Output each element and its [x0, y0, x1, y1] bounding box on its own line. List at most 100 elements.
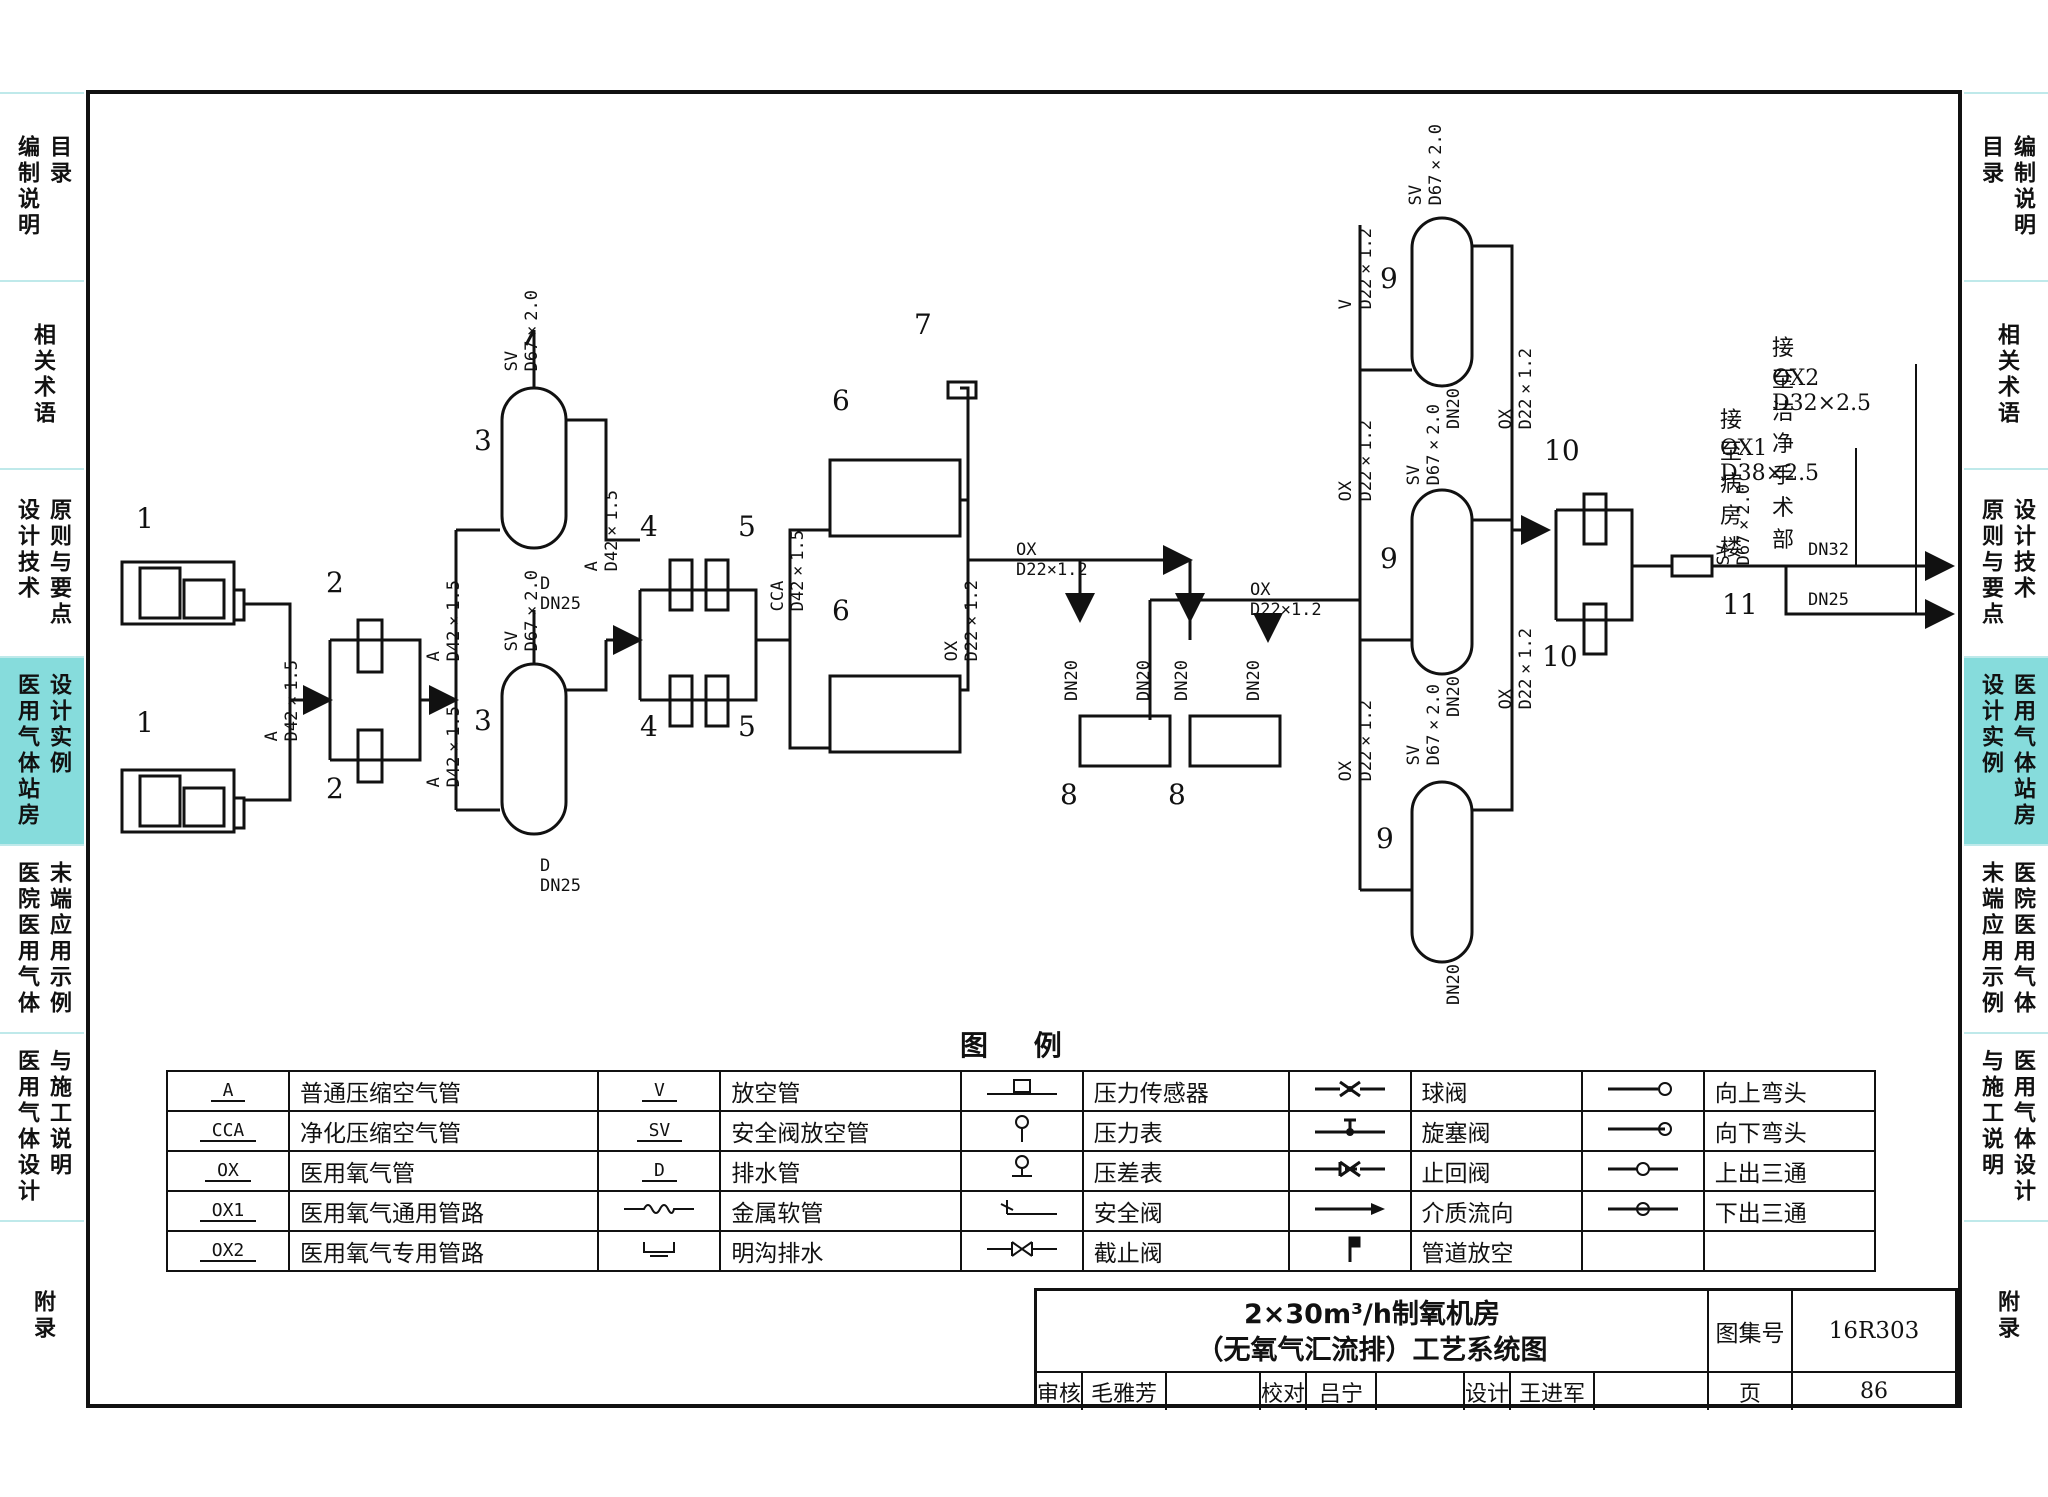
legend-label: 向上弯头: [1702, 1070, 1877, 1112]
side-tab-label: 医院医用气体: [14, 861, 39, 1017]
flow-arrow-icon: [1287, 1190, 1412, 1232]
legend-code: V: [597, 1070, 722, 1112]
side-tab-label: 末端应用示例: [1978, 861, 2003, 1017]
side-tab-label: 原则与要点: [46, 498, 71, 628]
reviewer-signature: [1167, 1373, 1261, 1410]
label-11: 11: [1722, 588, 1758, 621]
designer-signature: [1595, 1373, 1709, 1410]
legend-code-text: D: [642, 1162, 677, 1182]
side-tab-3[interactable]: 原则与要点设计技术: [1964, 468, 2048, 656]
legend-label: 净化压缩空气管: [287, 1110, 600, 1152]
legend-title: 图 例: [960, 1029, 1080, 1062]
dn20-label-4: DN20: [1244, 660, 1264, 701]
side-tab-1[interactable]: 目录编制说明: [1964, 92, 2048, 280]
legend-label: [1702, 1230, 1877, 1272]
side-tab-1[interactable]: 编制说明目录: [0, 92, 84, 280]
label-6a: 6: [832, 384, 850, 417]
sv-label-9b: SV D67×2.0: [1404, 403, 1444, 486]
pipe-label-a3: A D42×1.5: [424, 705, 464, 788]
side-tab-6[interactable]: 与施工说明医用气体设计: [1964, 1032, 2048, 1220]
side-tab-7[interactable]: 附录: [1964, 1220, 2048, 1410]
side-tab-2[interactable]: 相关术语: [1964, 280, 2048, 468]
legend-code: D: [597, 1150, 722, 1192]
pipe-label-ox-right1: OX D22×1.2: [1496, 347, 1536, 430]
pipe-label-a1: A D42×1.5: [262, 659, 302, 742]
side-tab-4[interactable]: 医用气体站房设计实例: [0, 656, 84, 844]
label-4b: 4: [640, 710, 658, 743]
pipe-label-ox-booster: OX D22×1.2: [1250, 580, 1322, 620]
label-7: 7: [914, 308, 932, 341]
side-tab-7[interactable]: 附录: [0, 1220, 84, 1410]
legend-code: OX: [166, 1150, 290, 1192]
legend-label: 介质流向: [1409, 1190, 1583, 1232]
side-tab-label: 设计实例: [46, 673, 71, 777]
side-tab-4[interactable]: 设计实例医用气体站房: [1964, 656, 2048, 844]
side-tab-label: 相关术语: [30, 323, 55, 427]
pipe-label-ox-header1: OX D22×1.2: [1336, 419, 1376, 502]
drain-label-3b: D DN25: [540, 856, 581, 896]
legend-code-text: A: [210, 1082, 246, 1102]
designer: 王进军: [1511, 1373, 1595, 1410]
dn20-label-9b: DN20: [1444, 676, 1464, 717]
label-ox1: OX1 D38×2.5: [1720, 436, 1820, 486]
tee-up-icon: [1580, 1150, 1705, 1192]
receiver-sv: [524, 329, 536, 664]
side-tab-label: 医院医用气体: [2010, 861, 2035, 1017]
pressure-gauge-icon: [959, 1110, 1084, 1152]
side-tab-3[interactable]: 设计技术原则与要点: [0, 468, 84, 656]
side-tab-2[interactable]: 相关术语: [0, 280, 84, 468]
compressor-1a: [120, 560, 246, 626]
drain-icon: [597, 1230, 722, 1272]
filter-4a: [668, 558, 694, 612]
label-ox2: OX2 D32×2.5: [1772, 366, 1872, 416]
pipe-label-ox-main: OX D22×1.2: [1016, 540, 1088, 580]
label-4a: 4: [640, 510, 658, 543]
side-tab-5[interactable]: 末端应用示例医院医用气体: [1964, 844, 2048, 1032]
check-label: 校对: [1261, 1373, 1307, 1410]
label-8b: 8: [1168, 778, 1186, 811]
elbow-down-icon: [1580, 1110, 1705, 1152]
filter-2-loop: [328, 638, 422, 762]
side-tab-label: 目录: [46, 135, 71, 187]
legend-label: 旋塞阀: [1409, 1110, 1583, 1152]
legend-code: CCA: [166, 1110, 290, 1152]
sv-label-9a: SV D67×2.0: [1406, 123, 1446, 206]
diff-gauge-icon: [959, 1150, 1084, 1192]
dn20-label-9c: DN20: [1444, 964, 1464, 1005]
label-6b: 6: [832, 594, 850, 627]
signature-row: 审核 毛雅芳 校对 吕宁 设计 王进军 页 86: [1037, 1371, 1955, 1410]
label-2a: 2: [326, 566, 344, 599]
side-tab-label: 编制说明: [2010, 135, 2035, 239]
legend-label: 普通压缩空气管: [287, 1070, 600, 1112]
filter-10b: [1582, 602, 1608, 656]
label-3a: 3: [474, 424, 492, 457]
side-tab-label: 附录: [30, 1290, 55, 1342]
pipe-ox-header: [1358, 225, 1412, 892]
pipe-label-ox-gen: OX D22×1.2: [942, 579, 982, 662]
side-tab-5[interactable]: 医院医用气体末端应用示例: [0, 844, 84, 1032]
legend-code: A: [166, 1070, 290, 1112]
side-tab-6[interactable]: 医用气体设计与施工说明: [0, 1032, 84, 1220]
oxygen-generator-6b: [828, 674, 962, 754]
atlas-number: 16R303: [1828, 1318, 1920, 1344]
legend-code: SV: [597, 1110, 722, 1152]
booster-8a: [1078, 714, 1172, 768]
booster-8b: [1188, 714, 1282, 768]
pipe-cca: [756, 528, 830, 750]
side-tab-label: 末端应用示例: [46, 861, 71, 1017]
atlas-label: 图集号: [1709, 1291, 1793, 1371]
pipe-comp-out: [244, 602, 292, 802]
globe-valve-icon: [959, 1230, 1084, 1272]
pipe-label-a2: A D42×1.5: [424, 579, 464, 662]
checker-signature: [1377, 1373, 1465, 1410]
legend-label: 球阀: [1409, 1070, 1583, 1112]
title-line-1: 2×30m³/h制氧机房: [1243, 1299, 1501, 1330]
legend-label: 安全阀: [1081, 1190, 1290, 1232]
legend-code-text: SV: [636, 1122, 683, 1142]
side-tab-label: 与施工说明: [46, 1049, 71, 1179]
